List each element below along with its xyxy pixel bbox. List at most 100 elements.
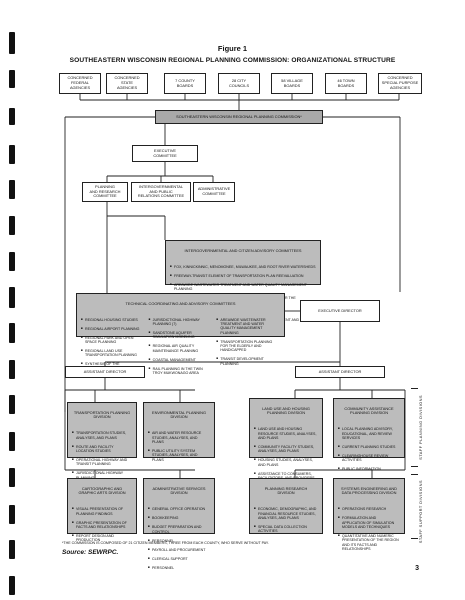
list-item: BUDGET PREPARATION AND CONTROL bbox=[148, 525, 210, 534]
list-item: OPERATIONS RESEARCH bbox=[338, 507, 400, 511]
list-item: AREAWIDE WASTEWATER TREATMENT AND WATER … bbox=[170, 283, 316, 292]
binder-mark bbox=[9, 252, 15, 271]
list-item: PERSONNEL bbox=[148, 539, 210, 543]
division-heading: TRANSPORTATION PLANNING DIVISION bbox=[73, 409, 131, 420]
list-item: PUBLIC UTILITY SYSTEM STUDIES, ANALYSES,… bbox=[148, 449, 210, 462]
agency-city-councils: 28 CITY COUNCILS bbox=[218, 73, 260, 94]
staff-planning-divisions-label: STAFF PLANNING DIVISIONS bbox=[418, 395, 423, 460]
list-item: JURISDICTIONAL HIGHWAY PLANNING bbox=[72, 471, 132, 480]
binder-mark bbox=[9, 180, 15, 199]
environmental-planning-division: ENVIRONMENTAL PLANNING DIVISION AIR AND … bbox=[143, 402, 215, 462]
administrative-services-division: ADMINISTRATIVE SERVICES DIVISION GENERAL… bbox=[143, 478, 215, 570]
binder-mark bbox=[9, 540, 15, 559]
assistant-director-left: ASSISTANT DIRECTOR bbox=[65, 366, 145, 378]
list-item: REGIONAL PARK AND OPEN SPACE PLANNING bbox=[81, 336, 145, 345]
list-item: REGIONAL AIR QUALITY MAINTENANCE PLANNIN… bbox=[149, 344, 213, 353]
division-heading: LAND USE AND HOUSING PLANNING DIVISION bbox=[262, 405, 310, 416]
agency-special-purpose: CONCERNED SPECIAL PURPOSE AGENCIES bbox=[378, 73, 422, 94]
list-item: SANDSTONE AQUIFER SIMULATION MODELING bbox=[149, 331, 213, 340]
chart-title: SOUTHEASTERN WISCONSIN REGIONAL PLANNING… bbox=[69, 57, 396, 64]
page-number: 3 bbox=[415, 565, 419, 572]
community-assistance-division: COMMUNITY ASSISTANCE PLANNING DIVISION L… bbox=[333, 398, 405, 471]
binder-mark bbox=[9, 70, 15, 88]
list-item: CLEARINGHOUSE REVIEW ACTIVITIES bbox=[338, 454, 400, 463]
executive-committee-box: EXECUTIVE COMMITTEE bbox=[132, 145, 198, 162]
list-item: COASTAL MANAGEMENT bbox=[149, 358, 213, 362]
binder-mark bbox=[9, 145, 15, 164]
bracket-tick bbox=[411, 538, 418, 539]
division-heading: CARTOGRAPHIC AND GRAPHIC ARTS DIVISION bbox=[78, 485, 126, 496]
assistant-director-right: ASSISTANT DIRECTOR bbox=[295, 366, 385, 378]
binder-mark bbox=[9, 468, 15, 487]
list-item: JURISDICTIONAL HIGHWAY PLANNING (7) bbox=[149, 318, 213, 327]
agency-town-boards: 46 TOWN BOARDS bbox=[325, 73, 367, 94]
list-item: FOX, KINNICKINNIC, MENOMONEE, MILWAUKEE,… bbox=[170, 265, 316, 269]
list-item: FORMULATION AND APPLICATION OF SIMULATIO… bbox=[338, 516, 400, 529]
list-item: GRAPHIC PRESENTATION OF FACTS AND RELATI… bbox=[72, 521, 132, 530]
source-note: Source: SEWRPC. bbox=[62, 549, 119, 556]
list-item: GENERAL OFFICE OPERATION bbox=[148, 507, 210, 511]
staff-support-divisions-label: STAFF SUPPORT DIVISIONS bbox=[418, 480, 423, 544]
division-heading: COMMUNITY ASSISTANCE PLANNING DIVISION bbox=[344, 405, 394, 416]
agency-county-boards: 7 COUNTY BOARDS bbox=[164, 73, 206, 94]
agency-federal: CONCERNED FEDERAL AGENCIES bbox=[59, 73, 101, 94]
cartographic-graphic-arts-division: CARTOGRAPHIC AND GRAPHIC ARTS DIVISION V… bbox=[67, 478, 137, 542]
list-item: LAND USE AND HOUSING RESOURCE STUDIES, A… bbox=[254, 427, 318, 440]
intergov-advisory-heading: INTERGOVERNMENTAL AND CITIZEN ADVISORY C… bbox=[184, 247, 302, 253]
agency-state: CONCERNED STATE AGENCIES bbox=[106, 73, 148, 94]
binder-mark bbox=[9, 287, 15, 308]
list-item: LOCAL PLANNING ADVISORY, EDUCATIONAL, AN… bbox=[338, 427, 400, 440]
list-item: ROUTE AND FACILITY LOCATION STUDIES bbox=[72, 445, 132, 454]
binder-mark bbox=[9, 32, 15, 54]
binder-mark bbox=[9, 576, 15, 595]
division-heading: PLANNING RESEARCH DIVISION bbox=[264, 485, 308, 496]
list-item: REGIONAL LAND USE TRANSPORTATION PLANNIN… bbox=[81, 349, 145, 358]
list-item: SPECIAL DATA COLLECTION ACTIVITIES bbox=[254, 525, 318, 534]
binder-mark bbox=[9, 505, 15, 524]
list-item: CURRENT PLANNING STUDIES bbox=[338, 445, 400, 449]
list-item: AREAWIDE WASTEWATER TREATMENT AND WATER … bbox=[216, 318, 280, 335]
technical-advisory-committees: TECHNICAL COORDINATING AND ADVISORY COMM… bbox=[76, 293, 285, 375]
footnote: *THE COMMISSION IS COMPOSED OF 21 CITIZE… bbox=[62, 541, 269, 545]
executive-director-box: EXECUTIVE DIRECTOR bbox=[300, 300, 380, 322]
list-item: TRANSIT DEVELOPMENT PLANNING bbox=[216, 357, 280, 366]
binder-mark bbox=[9, 108, 15, 125]
list-item: PUBLIC INFORMATION bbox=[338, 467, 400, 471]
division-heading: ENVIRONMENTAL PLANNING DIVISION bbox=[151, 409, 207, 420]
division-heading: ADMINISTRATIVE SERVICES DIVISION bbox=[152, 485, 206, 496]
binder-mark bbox=[9, 395, 15, 414]
transportation-planning-division: TRANSPORTATION PLANNING DIVISION TRANSPO… bbox=[67, 402, 137, 480]
list-item: HOUSING STUDIES, ANALYSES, AND PLANS bbox=[254, 458, 318, 467]
systems-engineering-division: SYSTEMS ENGINEERING AND DATA PROCESSING … bbox=[333, 478, 405, 551]
bracket-tick bbox=[411, 388, 418, 389]
land-use-housing-division: LAND USE AND HOUSING PLANNING DIVISION L… bbox=[249, 398, 323, 484]
list-item: QUANTITATIVE AND NUMERIC PRESENTATION OF… bbox=[338, 534, 400, 551]
list-item: VISUAL PRESENTATION OF PLANNING FINDINGS bbox=[72, 507, 132, 516]
binder-mark bbox=[9, 432, 15, 451]
list-item: COMMUNITY FACILITY STUDIES, ANALYSES, AN… bbox=[254, 445, 318, 454]
list-item: REGIONAL HOUSING STUDIES bbox=[81, 318, 145, 322]
list-item: TRANSPORTATION STUDIES, ANALYSES, AND PL… bbox=[72, 431, 132, 440]
list-item: REGIONAL AIRPORT PLANNING bbox=[81, 327, 145, 331]
list-item: ECONOMIC, DEMOGRAPHIC, AND FINANCIAL RES… bbox=[254, 507, 318, 520]
list-item: TRANSPORTATION PLANNING FOR THE ELDERLY … bbox=[216, 340, 280, 353]
agency-village-boards: 58 VILLAGE BOARDS bbox=[271, 73, 313, 94]
list-item: FREEWAY-TRANSIT ELEMENT OF TRANSPORTATIO… bbox=[170, 274, 316, 278]
list-item: PERSONNEL bbox=[148, 566, 210, 570]
administrative-committee: ADMINISTRATIVE COMMITTEE bbox=[193, 182, 235, 202]
list-item: CLERICAL SUPPORT bbox=[148, 557, 210, 561]
list-item: AIR AND WATER RESOURCE STUDIES, ANALYSES… bbox=[148, 431, 210, 444]
figure-label: Figure 1 bbox=[217, 44, 248, 53]
planning-research-division: PLANNING RESEARCH DIVISION ECONOMIC, DEM… bbox=[249, 478, 323, 534]
binder-mark bbox=[9, 360, 15, 379]
commission-box: SOUTHEASTERN WISCONSIN REGIONAL PLANNING… bbox=[155, 110, 323, 124]
intergovernmental-relations-committee: INTERGOVERNMENTAL AND PUBLIC RELATIONS C… bbox=[131, 182, 191, 202]
bracket-tick bbox=[411, 474, 418, 475]
bracket-tick bbox=[411, 466, 418, 467]
binder-mark bbox=[9, 323, 15, 343]
list-item: RAIL PLANNING IN THE TWIN TROY MUKWONAGO… bbox=[149, 367, 213, 376]
list-item: PAYROLL AND PROCUREMENT bbox=[148, 548, 210, 552]
technical-advisory-heading: TECHNICAL COORDINATING AND ADVISORY COMM… bbox=[125, 300, 236, 306]
binder-mark bbox=[9, 216, 15, 235]
list-item: OPERATIONAL HIGHWAY AND TRANSIT PLANNING bbox=[72, 458, 132, 467]
